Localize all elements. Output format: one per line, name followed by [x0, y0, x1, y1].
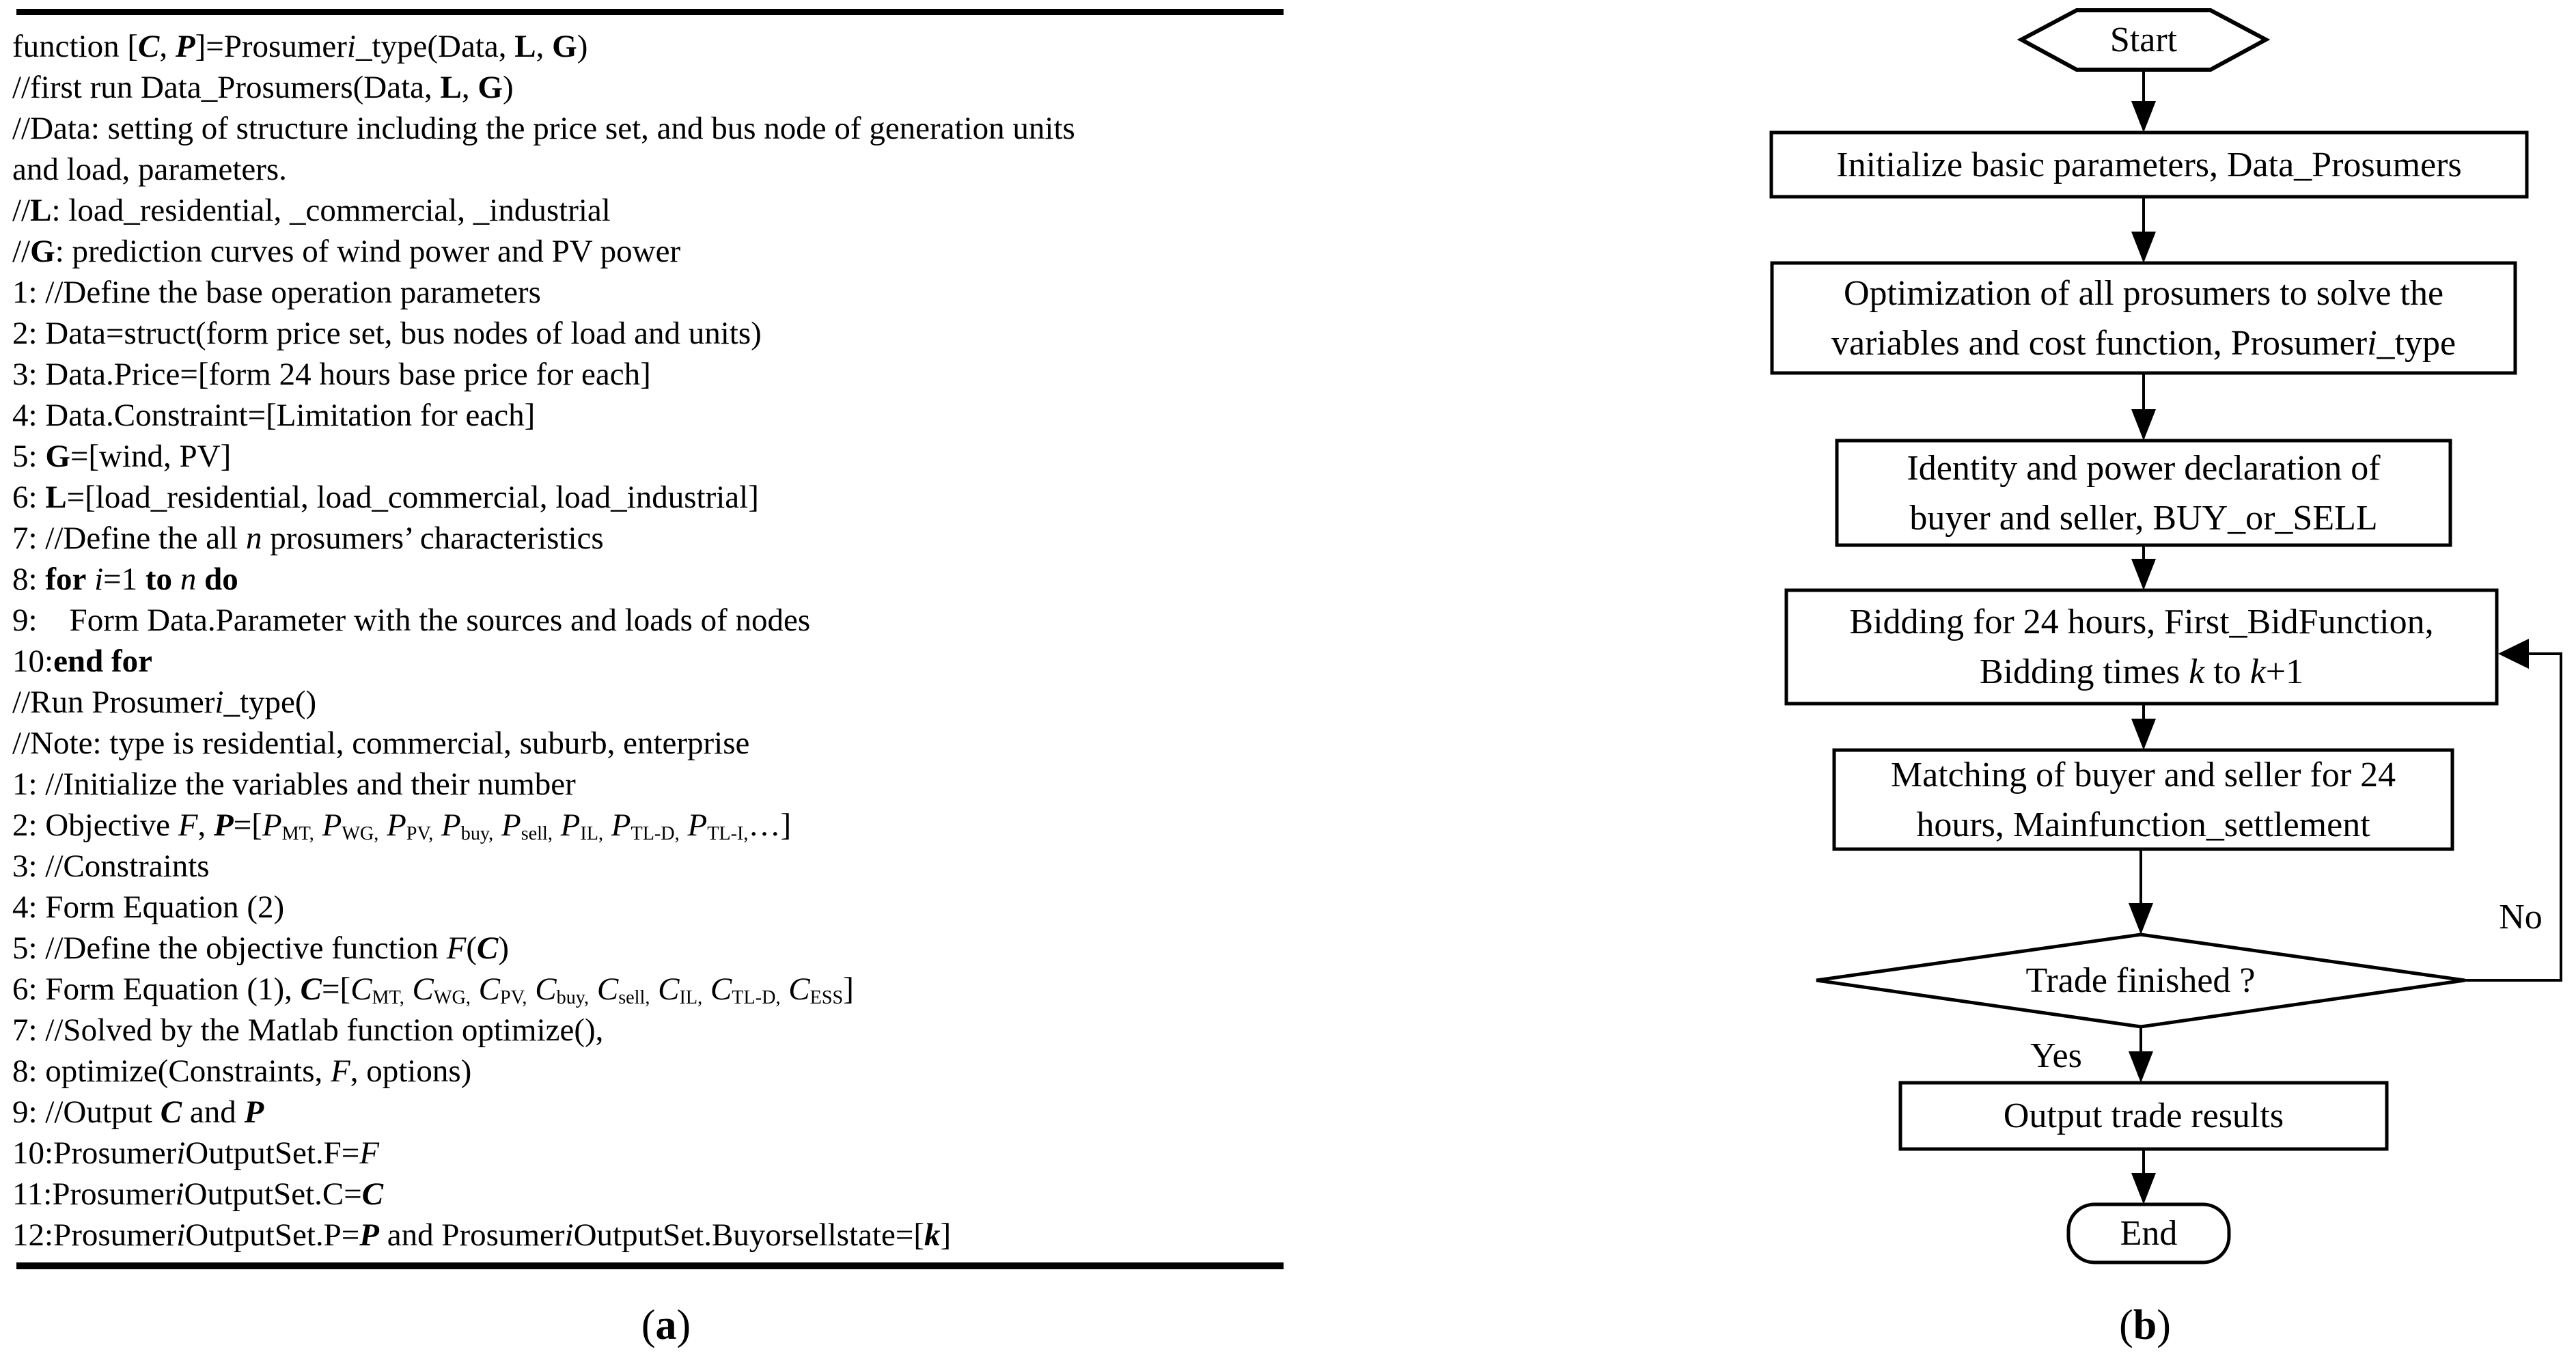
text-line: 1: //Define the base operation parameter…: [12, 275, 541, 310]
text-line: //L: load_residential, _commercial, _ind…: [12, 193, 611, 228]
matching-box-shape: [1832, 748, 2454, 851]
flowchart-shapes: [1769, 8, 2562, 1264]
text-line: hours, Mainfunction_settlement: [1916, 805, 2370, 844]
no-branch-label: No: [2473, 896, 2568, 937]
text-line: //G: prediction curves of wind power and…: [12, 234, 681, 269]
init-node-label: Initialize basic parameters, Data_Prosum…: [1771, 133, 2527, 197]
text-line: Yes: [2030, 1036, 2082, 1075]
text-line: Identity and power declaration of: [1907, 448, 2381, 488]
text-line: 4: Data.Constraint=[Limitation for each]: [12, 398, 536, 433]
output-node-label: Output trade results: [1900, 1083, 2387, 1149]
text-line: Trade finished ?: [2025, 961, 2256, 1000]
text-line: 4: Form Equation (2): [12, 889, 285, 925]
text-line: Output trade results: [2003, 1096, 2284, 1135]
text-line: 5: //Define the objective function F(C): [12, 930, 509, 966]
text-line: 3: Data.Price=[form 24 hours base price …: [12, 357, 651, 392]
feedback-line: [2465, 652, 2562, 982]
text-line: and load, parameters.: [12, 152, 287, 187]
text-line: 8: for i=1 to n do: [12, 562, 238, 597]
bidding-box-shape: [1784, 588, 2499, 706]
top-rule: [16, 9, 1284, 15]
flow-connectors: [2139, 70, 2562, 1180]
text-line: buyer and seller, BUY_or_SELL: [1909, 498, 2378, 538]
text-line: 3: //Constraints: [12, 848, 210, 884]
text-line: 12:ProsumeriOutputSet.P=P and ProsumeriO…: [12, 1217, 952, 1253]
text-line: Optimization of all prosumers to solve t…: [1843, 273, 2444, 313]
bottom-rule: [16, 1262, 1284, 1269]
flow-arrowheads: [2129, 101, 2529, 1204]
start-node-label: Start: [2021, 10, 2266, 70]
text-line: //Run Prosumeri_type(): [12, 684, 317, 720]
text-line: 1: //Initialize the variables and their …: [12, 766, 576, 802]
text-line: 9: //Output C and P: [12, 1094, 264, 1130]
text-line: Initialize basic parameters, Data_Prosum…: [1836, 145, 2462, 184]
text-line: //first run Data_Prosumers(Data, L, G): [12, 70, 514, 105]
text-line: End: [2120, 1214, 2178, 1253]
flowchart-panel: Start Initialize basic parameters, Data_…: [1742, 0, 2576, 1369]
start-hexagon-shape: [2017, 8, 2271, 72]
text-line: 10:ProsumeriOutputSet.F=F: [12, 1135, 380, 1171]
matching-node-label: Matching of buyer and seller for 24 hours…: [1834, 750, 2452, 849]
text-line: 6: Form Equation (1), C=[CMT, CWG, CPV, …: [12, 971, 854, 1009]
text-line: 2: Objective F, P=[PMT, PWG, PPV, Pbuy, …: [12, 807, 792, 845]
text-line: Start: [2109, 20, 2178, 59]
identity-node-label: Identity and power declaration of buyer a…: [1837, 441, 2450, 545]
caption-b: (b): [2119, 1302, 2171, 1349]
text-line: //Data: setting of structure including t…: [12, 111, 1075, 146]
text-line: 8: optimize(Constraints, F, options): [12, 1053, 472, 1089]
text-line: function [C, P]=Prosumeri_type(Data, L, …: [12, 29, 588, 64]
text-line: 11:ProsumeriOutputSet.C=C: [12, 1176, 384, 1212]
text-line: 2: Data=struct(form price set, bus nodes…: [12, 316, 762, 351]
text-line: 9: Form Data.Parameter with the sources …: [12, 603, 811, 638]
text-line: Matching of buyer and seller for 24: [1890, 755, 2396, 794]
text-line: 7: //Define the all n prosumers’ charact…: [12, 521, 604, 556]
decision-node-label: Trade finished ?: [1816, 935, 2465, 1027]
pseudocode-panel: function [C, P]=Prosumeri_type(Data, L, …: [12, 9, 1290, 1349]
bidding-node-label: Bidding for 24 hours, First_BidFunction,…: [1786, 590, 2497, 704]
pseudocode-listing: function [C, P]=Prosumeri_type(Data, L, …: [12, 26, 1290, 1256]
end-node-label: End: [2068, 1204, 2229, 1262]
yes-branch-label: Yes: [2008, 1035, 2104, 1076]
end-terminator-shape: [2066, 1202, 2231, 1264]
text-line: No: [2499, 897, 2543, 937]
text-line: 7: //Solved by the Matlab function optim…: [12, 1012, 604, 1048]
init-box-shape: [1769, 130, 2529, 199]
text-line: //Note: type is residential, commercial,…: [12, 725, 750, 761]
text-line: Bidding for 24 hours, First_BidFunction,: [1849, 603, 2434, 641]
text-line: 6: L=[load_residential, load_commercial,…: [12, 480, 759, 515]
text-line: 5: G=[wind, PV]: [12, 439, 232, 474]
text-line: 10:end for: [12, 644, 152, 679]
text-line: Bidding times k to k+1: [1979, 652, 2304, 691]
optimize-node-label: Optimization of all prosumers to solve t…: [1772, 263, 2515, 373]
text-line: variables and cost function, Prosumeri_t…: [1831, 323, 2456, 363]
caption-a: (a): [641, 1302, 691, 1349]
